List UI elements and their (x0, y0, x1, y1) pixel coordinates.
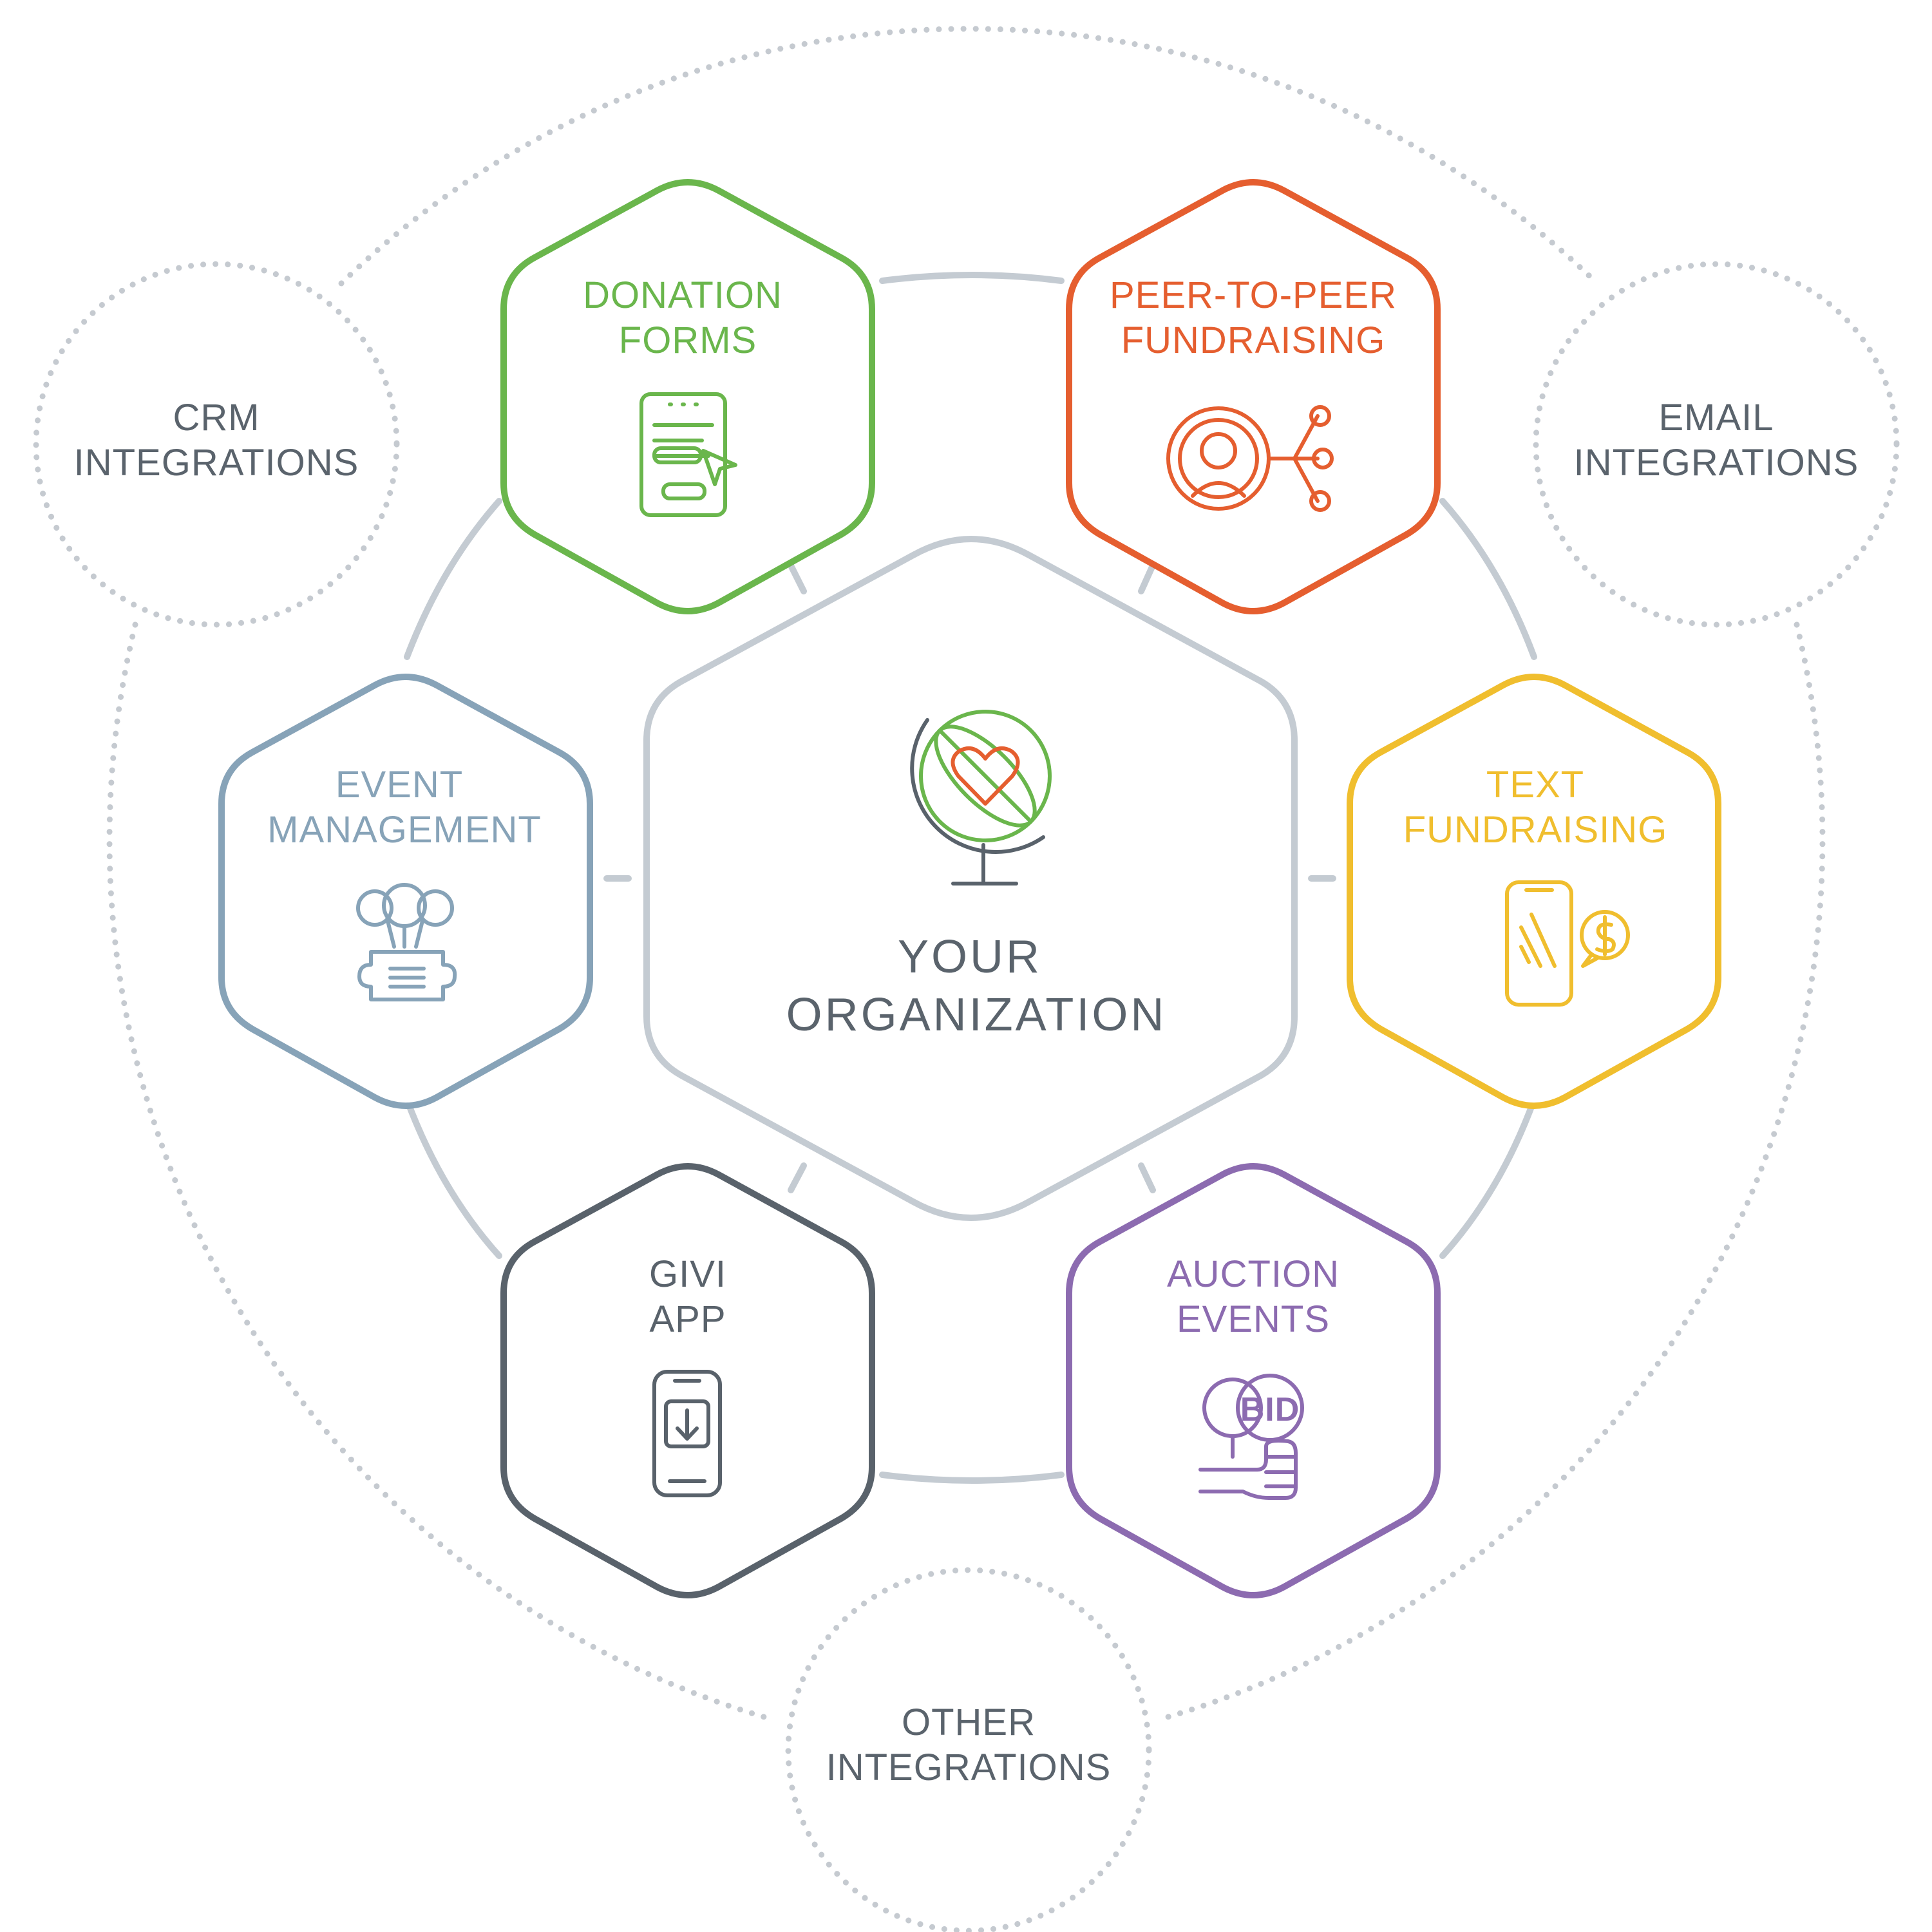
donation-form-icon (639, 392, 737, 517)
center-label-line1: YOUR (898, 931, 1042, 983)
auction-label-line1: AUCTION (1167, 1253, 1340, 1295)
other-integrations-circle: OTHER INTEGRATIONS (785, 1567, 1152, 1932)
p2p-label-line1: PEER-TO-PEER (1110, 274, 1397, 316)
peer-network-icon (1166, 405, 1334, 512)
email-integrations-circle: EMAIL INTEGRATIONS (1533, 261, 1900, 628)
event-label-line2: MANAGEMENT (267, 809, 542, 851)
donation-forms-hexagon: DONATION FORMS (500, 179, 875, 614)
text-label-line1: TEXT (1486, 764, 1584, 806)
globe-heart-icon (910, 710, 1052, 886)
auction-events-hexagon: AUCTION EVENTS BID (1066, 1163, 1441, 1598)
auction-label-line2: EVENTS (1177, 1298, 1330, 1340)
bid-paddle-icon: BID (1198, 1374, 1304, 1500)
donation-label-line1: DONATION (583, 274, 782, 316)
event-management-hexagon: EVENT MANAGEMENT (218, 674, 593, 1109)
givi-label-line1: GIVI (649, 1253, 726, 1295)
donation-label-line2: FORMS (619, 319, 757, 361)
email-label-line2: INTEGRATIONS (1574, 442, 1859, 484)
phone-download-icon (652, 1370, 722, 1497)
text-label-line2: FUNDRAISING (1403, 809, 1668, 851)
text-fundraising-hexagon: TEXT FUNDRAISING (1347, 674, 1721, 1109)
svg-text:BID: BID (1240, 1391, 1300, 1428)
other-label-line1: OTHER (902, 1701, 1036, 1743)
balloons-ticket-icon (356, 883, 457, 1001)
connector-ring (404, 272, 1537, 1484)
phone-dollar-icon (1505, 880, 1630, 1007)
p2p-label-line2: FUNDRAISING (1121, 319, 1386, 361)
givi-app-hexagon: GIVI APP (500, 1163, 875, 1598)
crm-label-line1: CRM (173, 397, 260, 439)
email-label-line1: EMAIL (1658, 397, 1774, 439)
crm-integrations-circle: CRM INTEGRATIONS (33, 261, 400, 628)
center-organization: YOUR ORGANIZATION (643, 536, 1298, 1221)
other-label-line2: INTEGRATIONS (826, 1747, 1112, 1788)
crm-label-line2: INTEGRATIONS (74, 442, 359, 484)
center-label-line2: ORGANIZATION (786, 989, 1167, 1041)
peer-to-peer-hexagon: PEER-TO-PEER FUNDRAISING (1066, 179, 1441, 614)
outer-dotted-ring (106, 26, 1826, 1723)
event-label-line1: EVENT (336, 764, 463, 806)
givi-label-line2: APP (649, 1298, 726, 1340)
